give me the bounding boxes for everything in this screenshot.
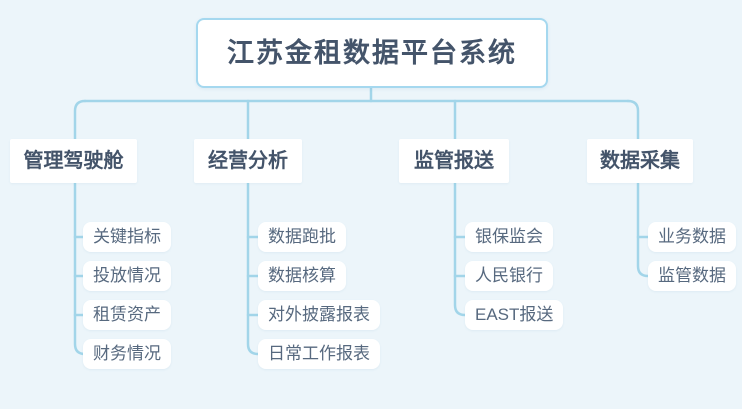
branch2-trunk: [246, 99, 260, 356]
child-node-business-data[interactable]: 业务数据: [648, 222, 736, 252]
root-node[interactable]: 江苏金租数据平台系统: [196, 18, 548, 88]
child-node-east-reporting[interactable]: EAST报送: [465, 300, 564, 330]
child-node-investment-status[interactable]: 投放情况: [83, 261, 171, 291]
child-node-pboc[interactable]: 人民银行: [465, 261, 553, 291]
branch-node-management-cockpit[interactable]: 管理驾驶舱: [10, 139, 137, 183]
child-node-key-indicators[interactable]: 关键指标: [83, 222, 171, 252]
child-node-daily-work-reports[interactable]: 日常工作报表: [258, 339, 380, 369]
child-node-data-batch-run[interactable]: 数据跑批: [258, 222, 346, 252]
branch4-trunk: [626, 99, 650, 278]
branch-node-business-analysis[interactable]: 经营分析: [194, 139, 302, 183]
branch1-trunk: [73, 99, 87, 356]
child-node-regulatory-data[interactable]: 监管数据: [648, 261, 736, 291]
child-node-financial-status[interactable]: 财务情况: [83, 339, 171, 369]
branch3-trunk: [453, 99, 467, 317]
child-node-data-accounting[interactable]: 数据核算: [258, 261, 346, 291]
branch-node-regulatory-reporting[interactable]: 监管报送: [399, 139, 509, 183]
child-node-leasing-assets[interactable]: 租赁资产: [83, 300, 171, 330]
branch-node-data-collection[interactable]: 数据采集: [587, 139, 693, 183]
child-node-external-disclosure-reports[interactable]: 对外披露报表: [258, 300, 380, 330]
child-node-cbirc[interactable]: 银保监会: [465, 222, 553, 252]
